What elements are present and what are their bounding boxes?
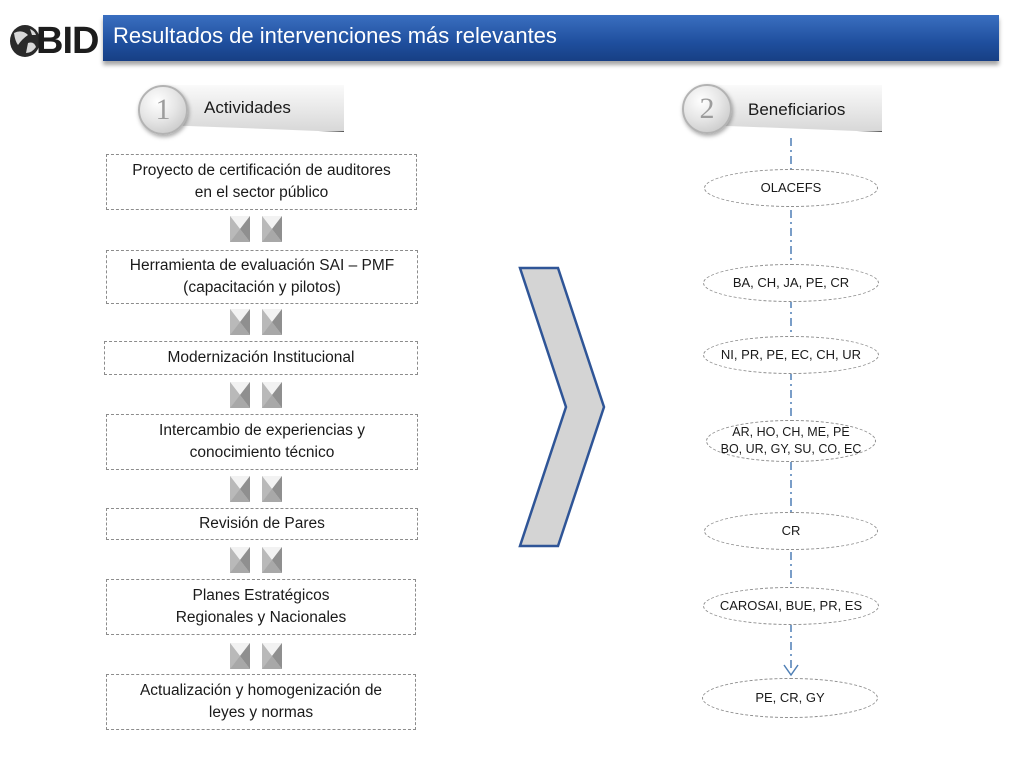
pyramid-down-arrow-icon xyxy=(230,547,282,573)
beneficiary-label: BO, UR, GY, SU, CO, EC xyxy=(720,442,862,456)
pyramid-down-arrow-icon xyxy=(230,309,282,335)
beneficiary-label: AR, HO, CH, ME, PE xyxy=(732,425,850,439)
activity-line: leyes y normas xyxy=(208,704,314,721)
activity-box: Modernización Institucional xyxy=(104,341,418,375)
pyramid-down-arrow-icon xyxy=(230,382,282,408)
beneficiary-oval: CR xyxy=(704,512,878,550)
activity-line: Revisión de Pares xyxy=(199,515,325,532)
activity-line: Planes Estratégicos xyxy=(192,587,330,604)
activity-box: Revisión de Pares xyxy=(106,508,418,540)
activity-line: Proyecto de certificación de auditores xyxy=(132,162,391,179)
activity-line: Herramienta de evaluación SAI – PMF xyxy=(129,257,395,274)
section-header-activities: Actividades xyxy=(162,85,344,133)
beneficiary-oval: OLACEFS xyxy=(704,169,878,207)
beneficiary-label: NI, PR, PE, EC, CH, UR xyxy=(720,347,862,362)
activity-line: Actualización y homogenización de xyxy=(139,682,383,699)
activity-box: Proyecto de certificación de auditores en… xyxy=(106,154,417,210)
section-label-beneficiaries: Beneficiarios xyxy=(748,100,846,119)
globe-logo-icon xyxy=(10,25,40,57)
pyramid-down-arrow-icon xyxy=(230,216,282,242)
page-title: Resultados de intervenciones más relevan… xyxy=(113,23,557,48)
beneficiary-label: CAROSAI, BUE, PR, ES xyxy=(719,598,863,613)
bid-logo: BID xyxy=(8,20,100,62)
beneficiary-oval: AR, HO, CH, ME, PE BO, UR, GY, SU, CO, EC xyxy=(706,420,876,462)
beneficiary-oval: PE, CR, GY xyxy=(702,678,878,718)
large-right-chevron-icon xyxy=(518,266,606,548)
activity-line: Modernización Institucional xyxy=(167,349,355,366)
activity-line: conocimiento técnico xyxy=(189,444,335,461)
pyramid-down-arrow-icon xyxy=(230,643,282,669)
activity-line: Intercambio de experiencias y xyxy=(159,422,365,439)
connector-arrowhead-icon xyxy=(783,664,799,677)
section-number-badge-2: 2 xyxy=(682,84,732,134)
activity-line: Regionales y Nacionales xyxy=(175,609,347,626)
logo-text: BID xyxy=(36,20,99,62)
beneficiary-label: CR xyxy=(781,523,801,538)
title-bar: Resultados de intervenciones más relevan… xyxy=(103,15,999,61)
section-number-badge-1: 1 xyxy=(138,85,188,135)
section-number-2: 2 xyxy=(699,92,715,125)
activity-box: Actualización y homogenización de leyes y… xyxy=(106,674,416,730)
beneficiary-label: PE, CR, GY xyxy=(755,690,825,705)
beneficiary-oval: BA, CH, JA, PE, CR xyxy=(703,264,879,302)
section-header-beneficiaries: Beneficiarios xyxy=(702,85,882,133)
pyramid-down-arrow-icon xyxy=(230,476,282,502)
activity-box: Intercambio de experiencias y conocimient… xyxy=(106,414,418,470)
activity-line: (capacitación y pilotos) xyxy=(183,279,341,296)
section-number-1: 1 xyxy=(155,93,171,126)
beneficiary-oval: CAROSAI, BUE, PR, ES xyxy=(703,587,879,625)
beneficiary-oval: NI, PR, PE, EC, CH, UR xyxy=(703,336,879,374)
activity-line: en el sector público xyxy=(194,184,329,201)
activity-box: Herramienta de evaluación SAI – PMF (capa… xyxy=(106,250,418,304)
section-label-activities: Actividades xyxy=(204,98,291,117)
beneficiary-label: BA, CH, JA, PE, CR xyxy=(732,275,850,290)
beneficiary-label: OLACEFS xyxy=(760,180,822,195)
